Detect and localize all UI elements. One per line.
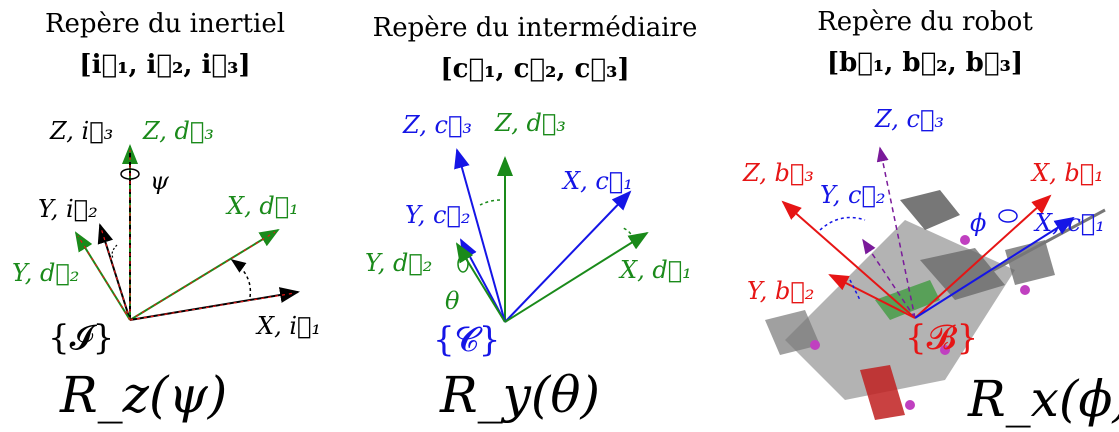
angle-theta: θ	[445, 287, 460, 315]
panel-title: Repère du intermédiaire	[372, 13, 698, 43]
label-x-c: X, c⃗₁	[1035, 209, 1105, 237]
rotation-matrix: R_y(θ)	[440, 366, 601, 424]
rotation-matrix: R_z(ψ)	[60, 366, 228, 424]
panel-title: Repère du robot	[817, 7, 1033, 37]
y-c-axis	[862, 238, 916, 319]
theta-angle-arc	[479, 199, 501, 206]
angle-psi: ψ	[150, 167, 169, 195]
x-d-axis	[504, 231, 649, 323]
label-z-b: Z, b⃗₃	[743, 159, 814, 187]
label-x-d: X, d⃗₁	[227, 192, 299, 220]
label-x-b: X, b⃗₁	[1032, 159, 1104, 187]
x-c-axis	[504, 190, 632, 323]
phi-angle-arc	[819, 216, 866, 231]
z-c-axis	[454, 148, 506, 323]
y-b-axis	[828, 274, 916, 319]
label-y-c: Y, c⃗₂	[405, 201, 471, 229]
label-z-d: Z, d⃗₃	[495, 109, 566, 137]
frame-symbol: {𝓒}	[433, 320, 501, 360]
label-z-d: Z, d⃗₃	[143, 117, 214, 145]
label-y-d: Y, d⃗₂	[365, 249, 433, 277]
basis-label: [i⃗₁, i⃗₂, i⃗₃]	[79, 50, 251, 80]
label-y-b: Y, b⃗₂	[747, 277, 815, 305]
panel-intermediate: Repère du intermédiaire [c⃗₁, c⃗₂, c⃗₃] …	[345, 0, 725, 432]
robot-axes-diagram	[765, 146, 1106, 420]
frame-symbol: {𝓘}	[48, 318, 115, 358]
basis-label: [b⃗₁, b⃗₂, b⃗₃]	[826, 48, 1024, 78]
rotation-icon	[120, 168, 140, 180]
label-z-c: Z, c⃗₃	[403, 111, 472, 139]
x-b-axis	[914, 194, 1052, 319]
label-x-i: X, i⃗₁	[257, 312, 322, 340]
inertial-axes-diagram	[74, 144, 300, 321]
intermediate-axes-diagram	[454, 148, 649, 323]
panel-title: Repère du inertiel	[44, 9, 286, 39]
psi-angle-arc	[230, 259, 252, 298]
rotation-icon	[457, 255, 469, 273]
x-c-axis	[914, 216, 1075, 319]
angle-phi: ϕ	[970, 209, 987, 237]
basis-label: [c⃗₁, c⃗₂, c⃗₃]	[440, 54, 630, 84]
rotation-icon	[998, 209, 1018, 223]
label-x-c: X, c⃗₁	[563, 167, 633, 195]
panel-inertial: Repère du inertiel [i⃗₁, i⃗₂, i⃗₃] Z, i⃗…	[0, 0, 340, 432]
label-x-d: X, d⃗₁	[620, 256, 692, 284]
label-z-c: Z, c⃗₃	[875, 105, 944, 133]
label-z-i: Z, i⃗₃	[50, 117, 114, 145]
z-c-axis	[876, 146, 916, 319]
label-y-d: Y, d⃗₂	[12, 259, 80, 287]
label-y-i: Y, i⃗₂	[38, 195, 98, 223]
panel-robot: Repère du robot [b⃗₁, b⃗₂, b⃗₃]	[725, 0, 1119, 432]
z-b-axis	[781, 200, 916, 319]
frame-symbol: {𝓑}	[905, 318, 979, 358]
label-y-c: Y, c⃗₂	[820, 181, 886, 209]
rotation-matrix: R_x(ϕ)	[968, 370, 1119, 428]
